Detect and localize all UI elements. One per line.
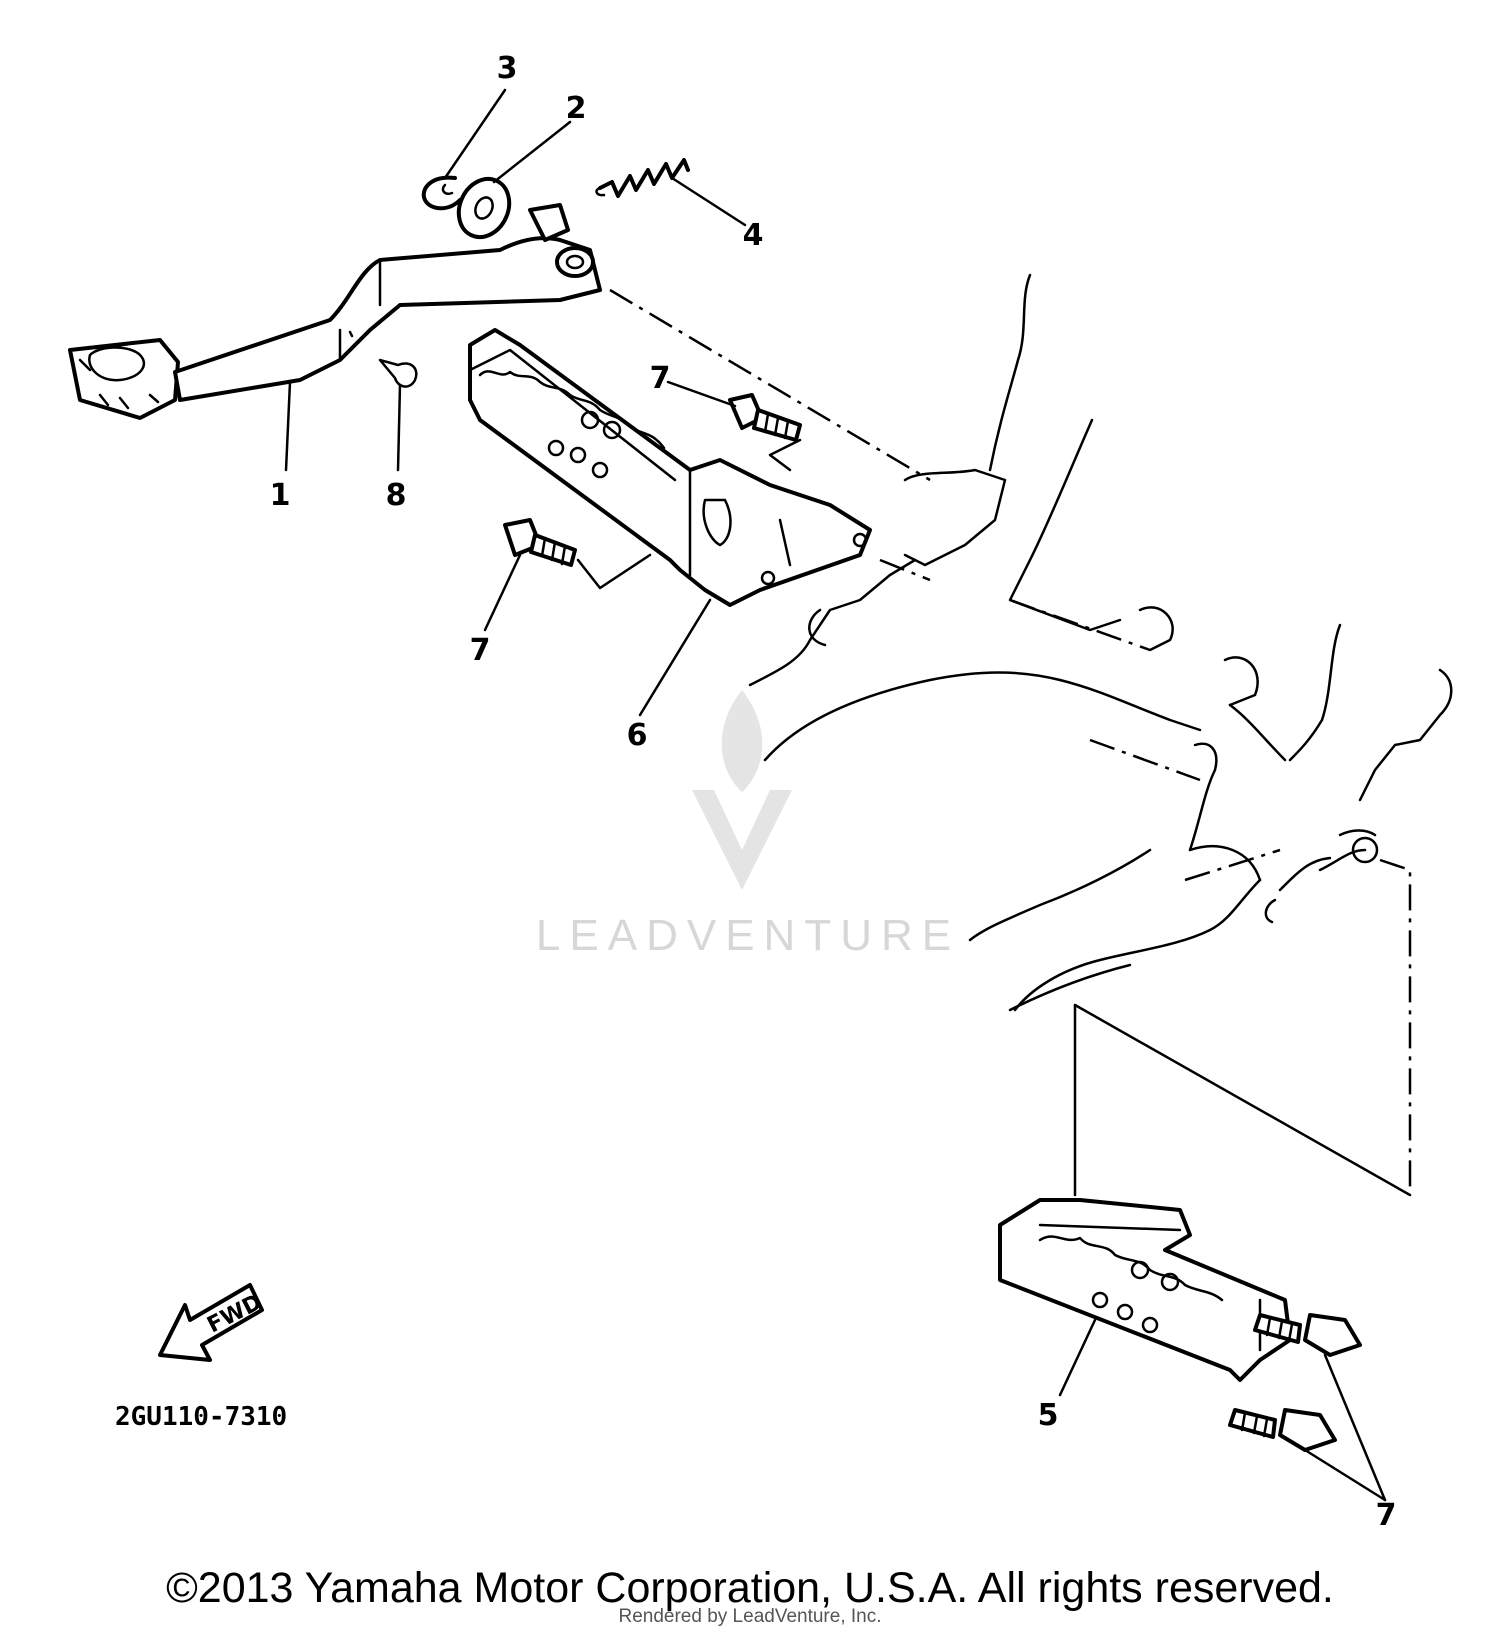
spring-part-4 [595,158,690,198]
rendered-by-notice: Rendered by LeadVenture, Inc. [618,1606,882,1627]
callout-7-a: 7 [650,361,671,396]
callout-7-b: 7 [470,633,491,668]
callout-1: 1 [270,478,291,513]
footrest-bracket-part-6 [468,328,872,607]
copyright-notice: ©2013 Yamaha Motor Corporation, U.S.A. A… [166,1564,1334,1612]
callout-3: 3 [497,51,518,86]
callout-4: 4 [743,218,764,253]
brake-pedal-part-1 [68,203,602,420]
fwd-arrow-icon: FWD [158,1283,266,1362]
leader-lines [609,288,1412,1352]
bolt-part-7-upper [728,393,802,442]
watermark-logo: LEADVENTURE [536,690,960,960]
callout-6: 6 [627,718,648,753]
washer-part-2 [456,176,512,240]
fwd-label: FWD [203,1290,266,1338]
diagram-code: 2GU110-7310 [115,1402,287,1432]
cotter-pin-part-8 [378,358,418,388]
watermark-text: LEADVENTURE [536,911,960,960]
bolt-part-7-middle [503,438,802,590]
frame-outline [748,273,1453,1012]
circlip-part-3 [421,175,462,211]
bolt-part-7-lower-a [1253,1313,1362,1357]
bolt-part-7-lower-b [1228,1408,1337,1452]
callout-7-c: 7 [1376,1498,1397,1533]
footrest-part-5 [998,1198,1292,1382]
callout-5: 5 [1038,1398,1059,1433]
callout-8: 8 [386,478,407,513]
callout-numbers: 3 2 4 1 8 7 7 6 5 7 [270,51,1397,1533]
callout-leaders [284,88,1387,1502]
callout-2: 2 [566,91,587,126]
